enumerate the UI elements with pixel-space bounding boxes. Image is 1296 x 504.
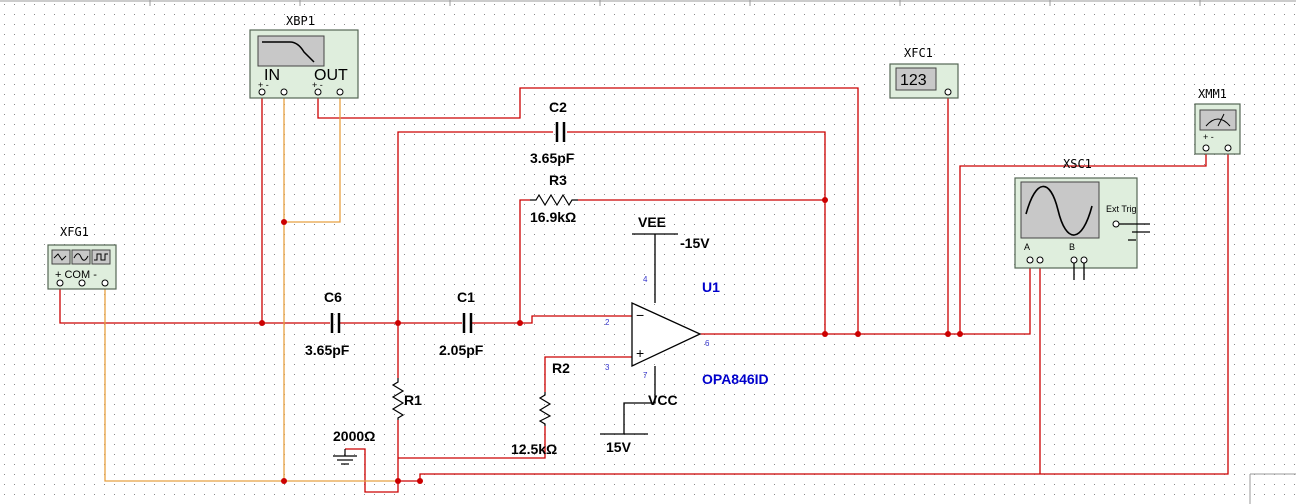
- junction-nodes: [259, 197, 963, 484]
- multimeter-name: XMM1: [1198, 87, 1227, 101]
- opamp-pin-vee: 4: [643, 275, 648, 284]
- sine-wave-icon: [1025, 185, 1093, 236]
- c6-ref: C6: [324, 289, 342, 305]
- vcc-label: VCC: [648, 392, 678, 408]
- opamp-part: OPA846ID: [702, 371, 769, 387]
- sine-wave-small-icon: [73, 253, 89, 261]
- bode-plotter[interactable]: XBP1 IN OUT + - + -: [249, 14, 359, 99]
- opamp-minus: −: [636, 307, 644, 323]
- opamp-pin-vcc: 7: [643, 371, 648, 380]
- multimeter[interactable]: XMM1 + -: [1194, 87, 1241, 155]
- oscilloscope[interactable]: XSC1 Ext Trig A B: [1014, 157, 1150, 280]
- capacitor-c2[interactable]: C2 3.65pF: [530, 99, 575, 166]
- c1-ref: C1: [457, 289, 475, 305]
- supply-vcc[interactable]: VCC 15V: [606, 392, 678, 455]
- r1-ref: R1: [404, 392, 422, 408]
- capacitor-c1[interactable]: C1 2.05pF: [439, 289, 484, 358]
- vee-value: -15V: [680, 235, 710, 251]
- opamp-plus: +: [636, 345, 644, 361]
- c2-value: 3.65pF: [530, 150, 575, 166]
- r3-ref: R3: [549, 172, 567, 188]
- bode-in-pins: + -: [258, 80, 269, 90]
- vee-label: VEE: [638, 214, 666, 230]
- r2-value: 12.5kΩ: [511, 441, 557, 457]
- opamp-pin-out: 6: [705, 339, 710, 348]
- r3-value: 16.9kΩ: [530, 209, 576, 225]
- opamp-pin-noninv: 3: [605, 363, 610, 372]
- bode-out-label: OUT: [314, 67, 348, 84]
- bode-curve-icon: [262, 41, 315, 63]
- function-generator[interactable]: XFG1 + COM -: [47, 225, 117, 290]
- bode-in-label: IN: [264, 67, 280, 84]
- vcc-value: 15V: [606, 439, 632, 455]
- ground-icon: [333, 449, 357, 465]
- opamp-u1[interactable]: − + 2 3 6 4 7 U1 OPA846ID: [605, 275, 769, 387]
- capacitor-c6[interactable]: C6 3.65pF: [305, 289, 350, 358]
- generator-name: XFG1: [60, 225, 89, 239]
- counter-display: 123: [900, 72, 927, 89]
- c6-value: 3.65pF: [305, 342, 350, 358]
- resistor-r3[interactable]: R3 16.9kΩ: [530, 172, 578, 225]
- generator-pins: + COM -: [55, 269, 97, 281]
- scope-channel-a: A: [1024, 242, 1030, 252]
- supply-vee[interactable]: VEE -15V: [638, 214, 710, 251]
- meter-dial-icon: [1205, 118, 1231, 127]
- c1-value: 2.05pF: [439, 342, 484, 358]
- oscilloscope-name: XSC1: [1063, 157, 1092, 171]
- bode-out-pins: + -: [312, 80, 323, 90]
- r2-ref: R2: [552, 360, 570, 376]
- c2-ref: C2: [549, 99, 567, 115]
- scope-channel-b: B: [1069, 242, 1075, 252]
- resistor-r2[interactable]: R2 12.5kΩ: [511, 360, 570, 457]
- multimeter-pins: + -: [1203, 132, 1214, 142]
- scope-trigger-label: Ext Trig: [1106, 204, 1137, 214]
- wires: [59, 87, 1229, 493]
- bode-plotter-name: XBP1: [286, 14, 315, 28]
- supply-wires: [600, 233, 678, 435]
- square-wave-icon: [94, 253, 108, 261]
- counter-name: XFC1: [904, 46, 933, 60]
- resistor-r1[interactable]: R1 2000Ω: [333, 378, 422, 444]
- opamp-pin-inv: 2: [605, 318, 610, 327]
- r1-value: 2000Ω: [333, 428, 375, 444]
- opamp-ref: U1: [702, 279, 720, 295]
- frequency-counter[interactable]: XFC1 123: [889, 46, 959, 99]
- triangle-wave-icon: [53, 253, 67, 261]
